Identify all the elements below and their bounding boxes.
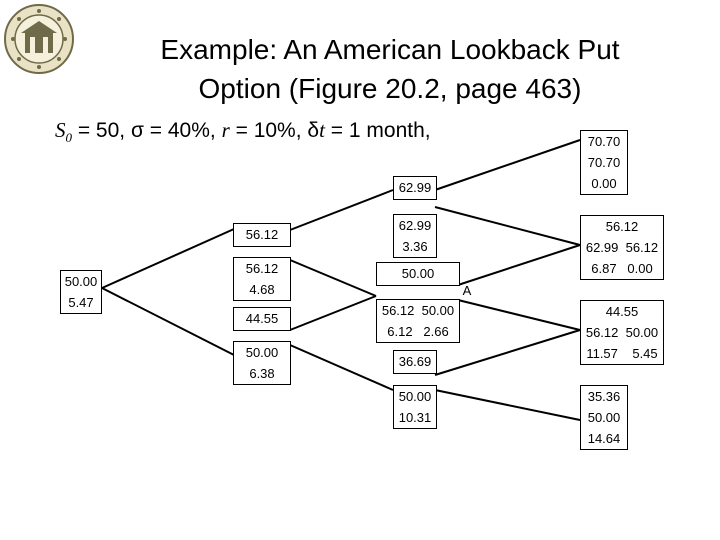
branch-m1up-up bbox=[289, 189, 394, 231]
slide-title-line-2: Option (Figure 20.2, page 463) bbox=[198, 73, 582, 104]
node-r4-value: 14.64 bbox=[587, 431, 621, 446]
node-m1-low: 44.55 bbox=[233, 307, 291, 331]
node-m1-down-price: 56.12 bbox=[245, 261, 279, 276]
branch-m2mid-up bbox=[457, 244, 581, 286]
node-m2-mid2: 56.12 50.00 6.12 2.66 bbox=[376, 299, 460, 343]
branch-m2low-up bbox=[434, 329, 581, 376]
r-value: = 10%, bbox=[229, 119, 308, 142]
node-m2-up-price: 62.99 bbox=[398, 218, 432, 233]
t-symbol: t bbox=[319, 118, 325, 142]
node-r3-price: 44.55 bbox=[605, 304, 639, 319]
s0-value: = 50, bbox=[72, 119, 131, 142]
node-r4-price: 35.36 bbox=[587, 389, 621, 404]
node-r2-value: 6.87 0.00 bbox=[591, 261, 653, 276]
node-r1-price: 70.70 bbox=[587, 134, 621, 149]
branch-m2top-up bbox=[434, 139, 581, 191]
sigma-symbol: σ bbox=[130, 119, 144, 142]
node-m2-mid: 50.00 bbox=[376, 262, 460, 286]
node-m1-up-price: 56.12 bbox=[245, 227, 279, 242]
s0-subscript: 0 bbox=[65, 130, 73, 146]
branch-root-up bbox=[101, 228, 235, 289]
slide-title-line-1: Example: An American Lookback Put bbox=[160, 34, 620, 65]
node-m2-low2: 50.00 10.31 bbox=[393, 385, 437, 429]
parameters-line: S0 = 50, σ = 40%, r = 10%, δt = 1 month, bbox=[55, 118, 431, 146]
node-m1-low2-value: 6.38 bbox=[249, 366, 275, 381]
branch-m2mid-down bbox=[457, 299, 581, 331]
delta-symbol: δ bbox=[307, 119, 320, 142]
node-m2-top-price: 62.99 bbox=[398, 180, 432, 195]
node-r2-max: 62.99 56.12 bbox=[585, 240, 659, 255]
node-root-value: 5.47 bbox=[68, 295, 94, 310]
node-m2-up-value: 3.36 bbox=[402, 239, 428, 254]
branch-m1low-up bbox=[289, 295, 377, 331]
node-m1-down: 56.12 4.68 bbox=[233, 257, 291, 301]
branch-m1low-down bbox=[289, 344, 394, 391]
branch-m2low-down bbox=[434, 389, 581, 421]
node-root-price: 50.00 bbox=[64, 274, 98, 289]
node-m2-low2-value: 10.31 bbox=[398, 410, 432, 425]
branch-root-down bbox=[101, 287, 235, 356]
node-r2-price: 56.12 bbox=[605, 219, 639, 234]
node-m2-low-price: 36.69 bbox=[398, 354, 432, 369]
node-r1: 70.70 70.70 0.00 bbox=[580, 130, 628, 195]
node-m2-top: 62.99 bbox=[393, 176, 437, 200]
node-r3: 44.55 56.12 50.00 11.57 5.45 bbox=[580, 300, 664, 365]
node-r4: 35.36 50.00 14.64 bbox=[580, 385, 628, 450]
node-m1-up: 56.12 bbox=[233, 223, 291, 247]
branch-m1up-down bbox=[289, 259, 377, 297]
node-m2-mid2-prices: 56.12 50.00 bbox=[381, 303, 455, 318]
node-m2-low2-price: 50.00 bbox=[398, 389, 432, 404]
sigma-value: = 40%, bbox=[143, 119, 222, 142]
node-r4-max: 50.00 bbox=[587, 410, 621, 425]
node-root: 50.00 5.47 bbox=[60, 270, 102, 314]
university-seal-logo bbox=[4, 4, 74, 74]
label-a: A bbox=[462, 283, 472, 298]
node-r1-max: 70.70 bbox=[587, 155, 621, 170]
node-r2: 56.12 62.99 56.12 6.87 0.00 bbox=[580, 215, 664, 280]
node-m1-low2-price: 50.00 bbox=[245, 345, 279, 360]
dt-value: = 1 month, bbox=[324, 119, 431, 142]
node-m1-down-value: 4.68 bbox=[249, 282, 275, 297]
s0-symbol: S bbox=[55, 118, 66, 142]
node-r1-value: 0.00 bbox=[591, 176, 617, 191]
node-m1-low2: 50.00 6.38 bbox=[233, 341, 291, 385]
node-r3-value: 11.57 5.45 bbox=[586, 346, 658, 361]
node-m2-low: 36.69 bbox=[393, 350, 437, 374]
node-m2-mid-price: 50.00 bbox=[401, 266, 435, 281]
r-symbol: r bbox=[221, 118, 230, 142]
node-m2-mid2-values: 6.12 2.66 bbox=[387, 324, 449, 339]
node-m2-up: 62.99 3.36 bbox=[393, 214, 437, 258]
branch-m2top-down bbox=[434, 206, 581, 246]
node-m1-low-price: 44.55 bbox=[245, 311, 279, 326]
node-r3-max: 56.12 50.00 bbox=[585, 325, 659, 340]
